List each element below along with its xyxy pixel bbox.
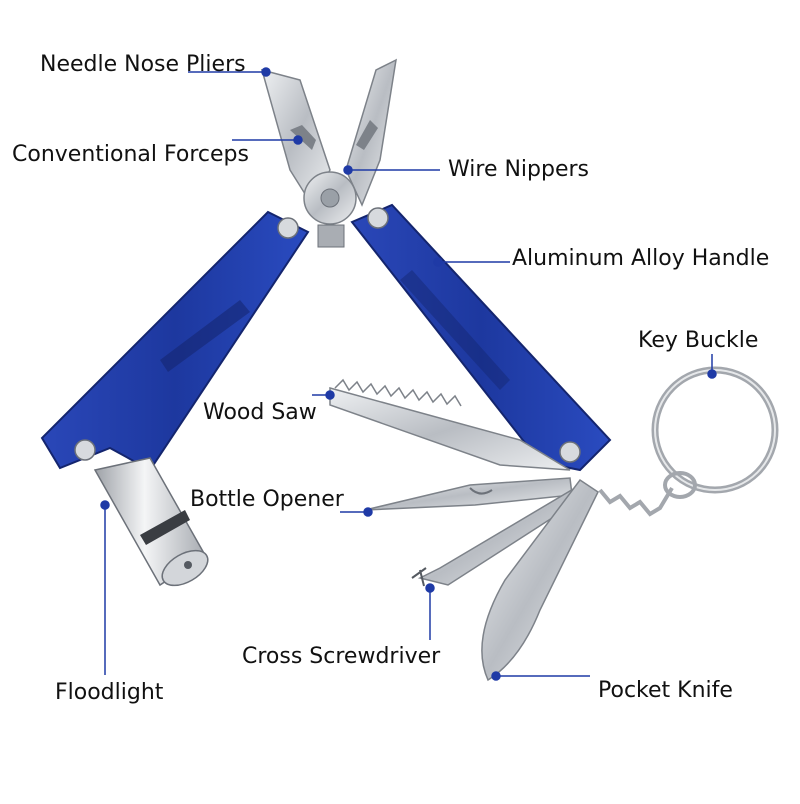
label-bottle-opener: Bottle Opener	[190, 487, 344, 512]
rivet	[559, 441, 581, 463]
floodlight-barrel	[93, 457, 209, 587]
rivet	[74, 439, 96, 461]
label-aluminum-alloy-handle: Aluminum Alloy Handle	[512, 246, 770, 271]
wood-saw-blade	[329, 378, 571, 471]
rivet	[367, 207, 389, 229]
label-conventional-forceps: Conventional Forceps	[12, 142, 249, 167]
bottle-opener-blade	[364, 477, 573, 511]
leader-lines	[100, 67, 717, 681]
rivet	[277, 217, 299, 239]
label-needle-nose-pliers: Needle Nose Pliers	[40, 52, 246, 77]
label-wood-saw: Wood Saw	[203, 400, 317, 425]
label-cross-screwdriver: Cross Screwdriver	[242, 644, 441, 669]
label-floodlight: Floodlight	[55, 680, 164, 705]
label-pocket-knife: Pocket Knife	[598, 678, 733, 703]
right-handle	[350, 203, 612, 472]
left-handle	[40, 210, 310, 472]
label-wire-nippers: Wire Nippers	[448, 157, 590, 182]
label-key-buckle: Key Buckle	[638, 328, 759, 353]
pocket-knife-blade	[481, 478, 599, 682]
key-buckle-ring	[598, 366, 779, 517]
